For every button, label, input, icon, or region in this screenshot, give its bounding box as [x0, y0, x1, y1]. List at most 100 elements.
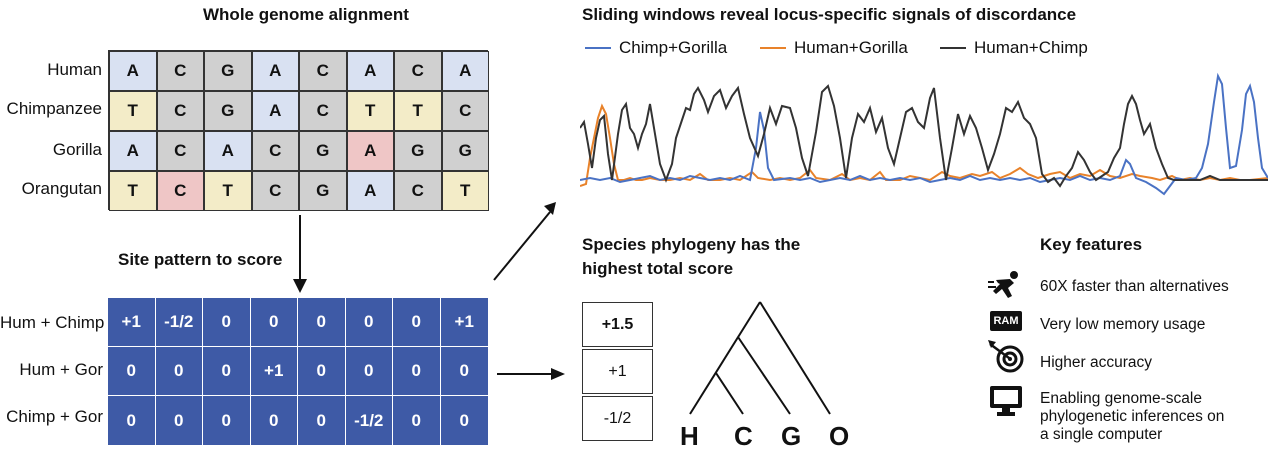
alignment-cell: C [394, 51, 442, 91]
site-score-cell: 0 [155, 347, 203, 396]
runner-icon [988, 271, 1018, 298]
alignment-cell: A [346, 51, 394, 91]
ram-chip-label: RAM [993, 315, 1019, 327]
leaf-chimp: C [734, 421, 753, 451]
legend-swatch [940, 47, 966, 49]
series-line-human-chimp [580, 84, 1268, 188]
species-label: Human [47, 60, 102, 79]
site-score-cell: 0 [251, 396, 298, 445]
site-score-cell: 0 [393, 347, 441, 396]
alignment-cell: A [109, 51, 157, 91]
alignment-cell: C [156, 171, 204, 211]
feature-text-memory: Very low memory usage [1040, 316, 1206, 333]
right-arrow [497, 368, 565, 380]
down-arrow [293, 215, 307, 293]
alignment-cell: T [109, 91, 157, 131]
sliding-title: Sliding windows reveal locus-specific si… [582, 5, 1077, 24]
score-box-bottom: -1/2 [582, 396, 653, 441]
score-box-middle: +1 [582, 349, 653, 394]
site-score-cell: 0 [203, 347, 251, 396]
score-box-top: +1.5 [582, 302, 653, 347]
site-score-cell: 0 [298, 298, 346, 347]
species-label: Gorilla [52, 140, 102, 159]
sliding-window-plot [580, 72, 1268, 196]
legend-swatch [760, 47, 786, 49]
site-score-cell: 0 [203, 396, 251, 445]
site-score-cell: 0 [298, 396, 346, 445]
feature-text-speed: 60X faster than alternatives [1040, 278, 1229, 295]
site-score-cell: 0 [250, 298, 298, 347]
alignment-cell: G [299, 171, 347, 211]
site-score-cell: 0 [203, 298, 251, 347]
legend-label: Human+Chimp [974, 38, 1088, 57]
phylogeny-title-line2: highest total score [582, 259, 734, 278]
site-score-cell: 0 [156, 396, 203, 445]
site-score-cell: 0 [459, 410, 469, 430]
monitor-icon [990, 386, 1022, 416]
pattern-label: Hum + Chimp [0, 313, 105, 332]
site-score-cell: 0 [108, 347, 156, 396]
phylogeny-tree [689, 301, 831, 415]
feature-text-genome-line2: phylogenetic inferences on [1040, 408, 1225, 425]
feature-text-genome-line1: Enabling genome-scale [1040, 390, 1202, 407]
alignment-cell: A [109, 131, 157, 171]
alignment-cell: C [156, 91, 204, 131]
pattern-label: Hum + Gor [19, 360, 103, 379]
site-score-cell: 0 [393, 298, 441, 347]
alignment-cell: C [299, 91, 347, 131]
legend-label: Human+Gorilla [794, 38, 908, 57]
leaf-gorilla: G [781, 421, 802, 451]
legend-human-gorilla: Human+Gorilla [760, 38, 908, 58]
alignment-cell: G [441, 131, 489, 171]
phylogeny-title-line1: Species phylogeny has the [582, 235, 801, 254]
features-title: Key features [1040, 235, 1143, 254]
series-line-chimp-gorilla [580, 72, 1268, 196]
series-line-human-gorilla [580, 103, 1268, 187]
diagonal-arrow [493, 202, 556, 281]
alignment-cell: A [346, 171, 394, 211]
species-label: Orangutan [21, 179, 102, 198]
alignment-cell: C [394, 171, 442, 211]
feature-text-accuracy: Higher accuracy [1040, 354, 1152, 371]
site-score-cell: +1 [108, 298, 156, 347]
pattern-label: Chimp + Gor [6, 407, 103, 426]
ram-chip-icon: RAM [990, 311, 1022, 331]
alignment-cell: A [441, 51, 489, 91]
alignment-cell: A [346, 131, 394, 171]
leaf-human: H [680, 421, 699, 451]
alignment-cell: A [251, 91, 299, 131]
alignment-cell: G [394, 131, 442, 171]
site-score-cell: 0 [440, 347, 488, 396]
site-score-cell: +1 [250, 347, 298, 396]
alignment-cell: T [204, 171, 252, 211]
alignment-cell: C [251, 171, 299, 211]
site-score-cell: 0 [345, 298, 393, 347]
feature-text-genome-line3: a single computer [1040, 426, 1163, 443]
species-label: Chimpanzee [6, 99, 102, 118]
site-score-cell: 0 [393, 396, 441, 445]
alignment-cell: C [441, 91, 489, 131]
site-score-cell: 0 [108, 396, 156, 445]
site-score-cell: 0 [298, 347, 346, 396]
legend-swatch [585, 47, 611, 49]
alignment-cell: T [346, 91, 394, 131]
alignment-cell: A [251, 51, 299, 91]
alignment-cell: G [204, 91, 252, 131]
legend-chimp-gorilla: Chimp+Gorilla [585, 38, 727, 58]
alignment-title: Whole genome alignment [203, 5, 409, 24]
alignment-cell: C [299, 51, 347, 91]
alignment-cell: T [109, 171, 157, 211]
alignment-cell: G [299, 131, 347, 171]
site-score-cell: -1/2 [346, 396, 393, 445]
site-score-cell: +1 [440, 298, 488, 347]
alignment-cell: G [204, 51, 252, 91]
site-pattern-title: Site pattern to score [118, 250, 283, 269]
alignment-cell: T [394, 91, 442, 131]
alignment-cell: C [156, 51, 204, 91]
target-arrow-icon [988, 340, 1024, 373]
alignment-cell: T [441, 171, 489, 211]
alignment-cell: A [204, 131, 252, 171]
site-score-cell: -1/2 [155, 298, 203, 347]
